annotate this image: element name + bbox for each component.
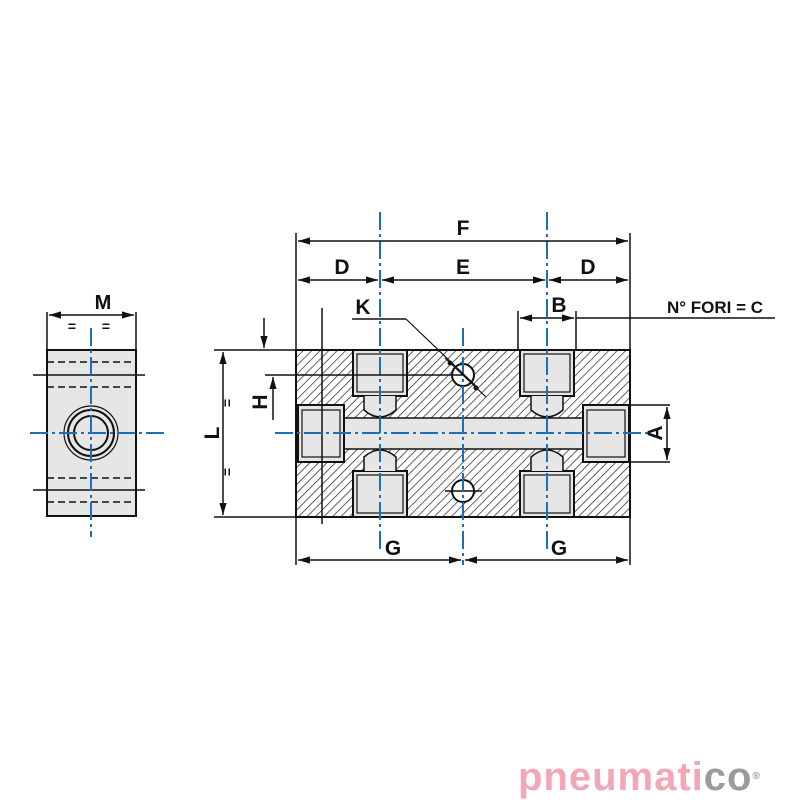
- equal-mark: =: [219, 468, 235, 476]
- dim-label-b: B: [551, 294, 566, 317]
- dim-label-m: M: [95, 292, 112, 314]
- dim-label-g-right: G: [551, 537, 567, 560]
- dim-label-f: F: [457, 217, 470, 240]
- equal-mark: =: [219, 399, 235, 407]
- holes-count-note: N° FORI = C: [667, 298, 763, 317]
- registered-mark: ®: [752, 771, 761, 782]
- dim-label-h: H: [249, 394, 272, 409]
- port-right: [582, 404, 630, 463]
- logo-text-primary: pneumati: [518, 755, 704, 799]
- dim-label-e: E: [456, 256, 470, 279]
- dim-label-k: K: [355, 296, 370, 319]
- front-centerlines: [275, 212, 650, 565]
- side-centerlines: [30, 328, 165, 537]
- front-section-view: F D E D K B N° FORI = C L = = H: [201, 212, 775, 565]
- dim-label-d-left: D: [334, 256, 349, 279]
- equal-mark: =: [68, 318, 76, 334]
- brand-logo: pneumatico®: [518, 757, 761, 797]
- dim-label-d-right: D: [580, 256, 595, 279]
- dim-label-a: A: [644, 425, 667, 440]
- side-view: M = =: [30, 292, 165, 537]
- equal-mark: =: [102, 318, 110, 334]
- logo-text-secondary: co: [703, 755, 753, 799]
- dim-label-g-left: G: [385, 537, 401, 560]
- dim-label-l: L: [201, 426, 224, 439]
